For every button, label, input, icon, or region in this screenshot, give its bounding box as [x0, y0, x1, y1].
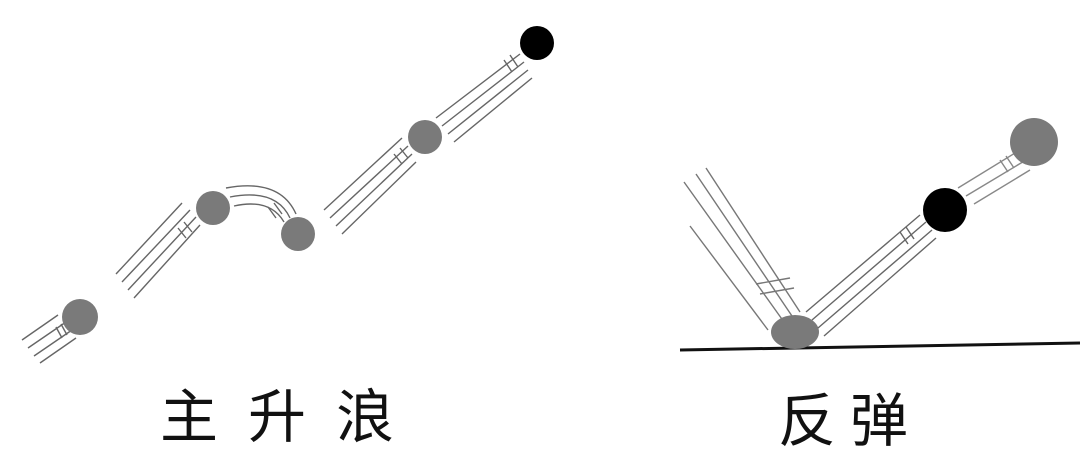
ball-black-top [520, 26, 554, 60]
rebound-trail [805, 214, 937, 337]
motion-trail-4 [435, 53, 533, 143]
ball-gray-1 [62, 299, 98, 335]
caption-main-uptrend: 主升浪 [160, 383, 425, 451]
ball-gray-4 [408, 120, 442, 154]
motion-trail-3 [323, 137, 417, 235]
ball-gray-3 [281, 217, 315, 251]
ground-line [679, 341, 1080, 352]
falling-trail [683, 167, 801, 331]
caption-rebound: 反弹 [778, 387, 923, 455]
upper-trail [957, 149, 1031, 205]
ball-gray-2 [196, 191, 230, 225]
rebound-diagram [679, 118, 1080, 352]
motion-trail-2 [115, 202, 201, 299]
motion-trail-1 [21, 314, 77, 364]
ball-gray-upper [1010, 118, 1058, 166]
ball-gray-ground [771, 315, 819, 349]
main-uptrend-diagram [21, 26, 554, 364]
curved-pullback-trail [225, 185, 297, 223]
ball-black-rebound [923, 188, 967, 232]
